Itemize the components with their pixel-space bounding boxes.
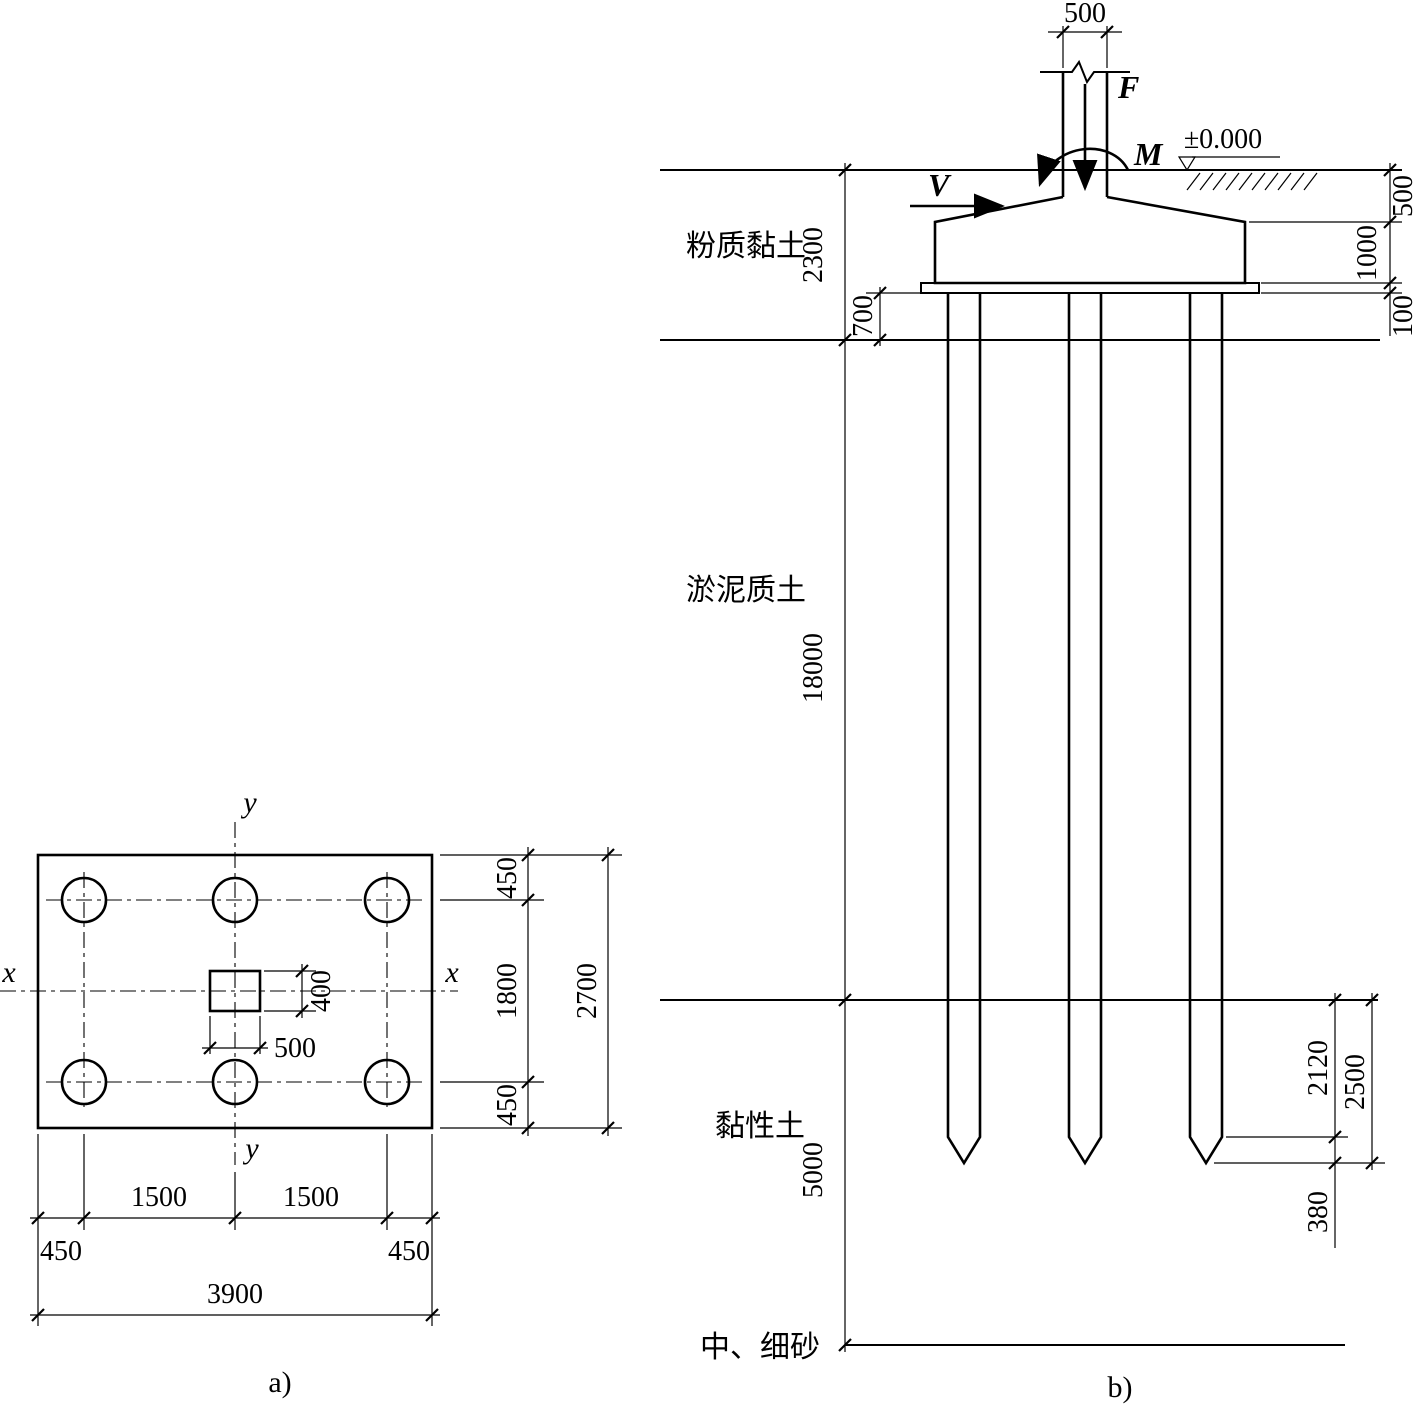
caption-b: b): [1108, 1371, 1133, 1404]
section-left-dimensions: 2300 18000 5000: [798, 163, 852, 1352]
dim-col-spacing-left: 1500: [131, 1182, 187, 1213]
cushion-layer: [920, 282, 1260, 294]
x-axis-label-right: x: [444, 956, 459, 989]
pile-circles: [60, 876, 411, 1106]
load-V-label: V: [928, 167, 952, 203]
dim-edge-left: 450: [40, 1236, 82, 1267]
dim-layer1-thickness: 2300: [798, 227, 829, 283]
dim-cap-to-layer1-bottom: 700: [848, 295, 879, 337]
dim-edge-bottom: 450: [492, 1084, 523, 1126]
load-M-label: M: [1133, 136, 1164, 172]
section-view: 粉质黏土 淤泥质土 黏性土 中、细砂 2300 18000 5000: [660, 0, 1415, 1404]
dim-edge-right: 450: [388, 1236, 430, 1267]
ground-and-soil-layer-lines: [660, 169, 1402, 1346]
load-F-label: F: [1117, 69, 1139, 105]
ground-hatching: [1186, 172, 1318, 191]
centerlines-plan: [0, 822, 458, 1165]
x-axis-label-left: x: [1, 956, 16, 989]
y-axis-label-top: y: [240, 786, 257, 819]
load-moment-M: M: [1037, 136, 1164, 187]
pile-cap-elevation-outline: [933, 195, 1247, 285]
load-axial-F: F: [1072, 69, 1139, 192]
dim-layer2-thickness: 18000: [798, 633, 829, 703]
pile-circle: [363, 1058, 411, 1106]
column-elevation: [1040, 59, 1130, 197]
moment-arrow: [1037, 147, 1130, 187]
pile-circle: [211, 1058, 259, 1106]
dim-column-depth: 400: [306, 970, 337, 1012]
ground-level-mark: ±0.000: [1177, 124, 1280, 172]
dim-700-group: 700: [848, 286, 921, 347]
soil-label-clayey-soil: 黏性土: [715, 1110, 805, 1143]
dim-row-spacing: 1800: [492, 963, 523, 1019]
column-section-plan: [208, 969, 262, 1013]
caption-a: a): [268, 1366, 291, 1399]
plan-column-dimensions: 400 500: [202, 964, 337, 1064]
plan-right-dimensions: 450 1800 450 2700: [440, 847, 622, 1136]
ground-level-label: ±0.000: [1184, 124, 1262, 155]
y-axis-label-bottom: y: [242, 1132, 259, 1165]
column-break-symbol: [1040, 59, 1130, 85]
plan-bottom-dimensions: 1500 1500 450 450 3900: [30, 1134, 440, 1326]
pile-tip-dimensions: 2120 2500 380: [1214, 993, 1385, 1248]
column-top-dimension: 500: [1048, 0, 1122, 68]
piles-elevation: [946, 293, 1224, 1166]
cap-right-dimensions: 500 1000 100: [1249, 163, 1415, 337]
soil-label-silty-clay: 粉质黏土: [686, 230, 806, 263]
dim-total-depth: 2700: [572, 963, 603, 1019]
dim-col-spacing-right: 1500: [283, 1182, 339, 1213]
dim-edge-top: 450: [492, 857, 523, 899]
dim-total-width: 3900: [207, 1279, 263, 1310]
pile-circle: [60, 1058, 108, 1106]
dim-tip-embedment: 2500: [1340, 1054, 1371, 1110]
dim-cap-embed: 500: [1388, 175, 1415, 217]
pile-left: [946, 293, 982, 1166]
plan-view: x x y y 450 1800 450 2700: [0, 786, 622, 1399]
soil-label-muddy-soil: 淤泥质土: [686, 574, 806, 607]
soil-layer-labels: 粉质黏土 淤泥质土 黏性土 中、细砂: [686, 230, 820, 1364]
dim-column-width: 500: [274, 1033, 316, 1064]
dim-tip-to-taper: 2120: [1303, 1040, 1334, 1096]
level-triangle-symbol: [1177, 156, 1197, 172]
soil-label-sand: 中、细砂: [700, 1331, 820, 1364]
pile-circle: [211, 876, 259, 924]
pile-right: [1188, 293, 1224, 1166]
dim-section-column-width: 500: [1064, 0, 1106, 29]
load-shear-V: V: [910, 167, 1006, 219]
dim-tip-taper: 380: [1303, 1191, 1334, 1233]
dim-layer3-thickness: 5000: [798, 1142, 829, 1198]
pile-circle: [60, 876, 108, 924]
pile-circle: [363, 876, 411, 924]
dim-cap-height: 1000: [1352, 225, 1383, 281]
pile-middle: [1067, 293, 1103, 1166]
dim-cushion: 100: [1388, 295, 1415, 337]
axis-labels: x x y y: [1, 786, 459, 1165]
